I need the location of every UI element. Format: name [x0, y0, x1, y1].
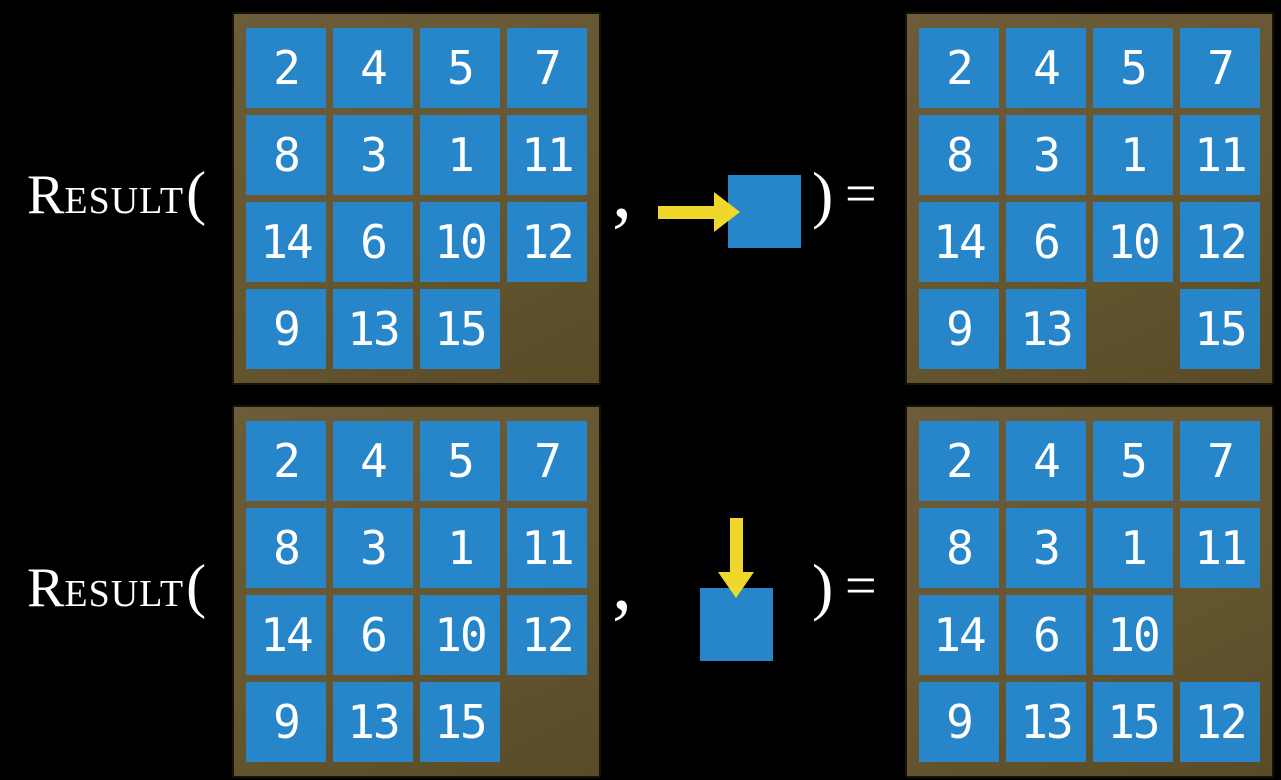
tile-11: 11: [1180, 115, 1260, 195]
tile-14: 14: [919, 595, 999, 675]
tile-6: 6: [1006, 202, 1086, 282]
tile-10: 10: [1093, 595, 1173, 675]
blank-action-tile-row1: [728, 175, 801, 248]
tile-15: 15: [1180, 289, 1260, 369]
equals-sign: =: [845, 555, 877, 617]
arrow-right-icon: [658, 192, 740, 232]
result-label-rest: ESULT: [64, 180, 185, 222]
tile-7: 7: [1180, 421, 1260, 501]
tile-12: 12: [1180, 682, 1260, 762]
tile-13: 13: [333, 682, 413, 762]
tile-13: 13: [1006, 289, 1086, 369]
tile-14: 14: [246, 202, 326, 282]
close-paren: ): [812, 551, 834, 622]
arrow-head: [714, 192, 740, 232]
tile-10: 10: [420, 202, 500, 282]
tile-9: 9: [919, 289, 999, 369]
close-paren: ): [812, 159, 834, 230]
tile-8: 8: [246, 508, 326, 588]
tile-3: 3: [1006, 508, 1086, 588]
tile-3: 3: [333, 115, 413, 195]
result-label-row2: RESULT(: [27, 556, 206, 616]
comma: ,: [612, 539, 632, 627]
tile-9: 9: [246, 289, 326, 369]
arrow-head: [718, 572, 754, 598]
tile-1: 1: [420, 508, 500, 588]
tile-12: 12: [507, 202, 587, 282]
tile-4: 4: [333, 28, 413, 108]
tile-9: 9: [246, 682, 326, 762]
tile-1: 1: [1093, 508, 1173, 588]
tile-15: 15: [1093, 682, 1173, 762]
tile-9: 9: [919, 682, 999, 762]
arrow-down-icon: [718, 518, 754, 598]
tile-5: 5: [1093, 421, 1173, 501]
tile-2: 2: [246, 28, 326, 108]
tile-10: 10: [420, 595, 500, 675]
tile-8: 8: [919, 508, 999, 588]
tile-7: 7: [507, 28, 587, 108]
tile-15: 15: [420, 289, 500, 369]
tile-4: 4: [1006, 28, 1086, 108]
tile-6: 6: [333, 595, 413, 675]
tile-12: 12: [1180, 202, 1260, 282]
tile-2: 2: [919, 28, 999, 108]
tile-15: 15: [420, 682, 500, 762]
open-paren: (: [186, 160, 207, 226]
result-label-initial: R: [27, 164, 65, 226]
tile-14: 14: [246, 595, 326, 675]
tile-4: 4: [1006, 421, 1086, 501]
tile-13: 13: [1006, 682, 1086, 762]
tile-4: 4: [333, 421, 413, 501]
result-label-row1: RESULT(: [27, 163, 206, 223]
tile-5: 5: [1093, 28, 1173, 108]
tile-7: 7: [1180, 28, 1260, 108]
open-paren: (: [186, 553, 207, 619]
arrow-shaft: [729, 518, 743, 572]
tile-11: 11: [1180, 508, 1260, 588]
arrow-shaft: [658, 205, 714, 219]
blank-action-tile-row2: [700, 588, 773, 661]
empty-cell: [1180, 595, 1260, 675]
tile-8: 8: [919, 115, 999, 195]
tile-2: 2: [246, 421, 326, 501]
result-label-initial: R: [27, 557, 65, 619]
empty-cell: [507, 682, 587, 762]
empty-cell: [1093, 289, 1173, 369]
tile-5: 5: [420, 421, 500, 501]
result-label-rest: ESULT: [64, 573, 185, 615]
tile-3: 3: [333, 508, 413, 588]
tile-3: 3: [1006, 115, 1086, 195]
tile-7: 7: [507, 421, 587, 501]
tile-1: 1: [1093, 115, 1173, 195]
tile-8: 8: [246, 115, 326, 195]
tile-5: 5: [420, 28, 500, 108]
tile-6: 6: [333, 202, 413, 282]
tile-11: 11: [507, 115, 587, 195]
comma: ,: [612, 147, 632, 235]
tile-12: 12: [507, 595, 587, 675]
tile-11: 11: [507, 508, 587, 588]
tile-2: 2: [919, 421, 999, 501]
tile-13: 13: [333, 289, 413, 369]
empty-cell: [507, 289, 587, 369]
tile-10: 10: [1093, 202, 1173, 282]
tile-6: 6: [1006, 595, 1086, 675]
tile-1: 1: [420, 115, 500, 195]
equals-sign: =: [845, 163, 877, 225]
tile-14: 14: [919, 202, 999, 282]
